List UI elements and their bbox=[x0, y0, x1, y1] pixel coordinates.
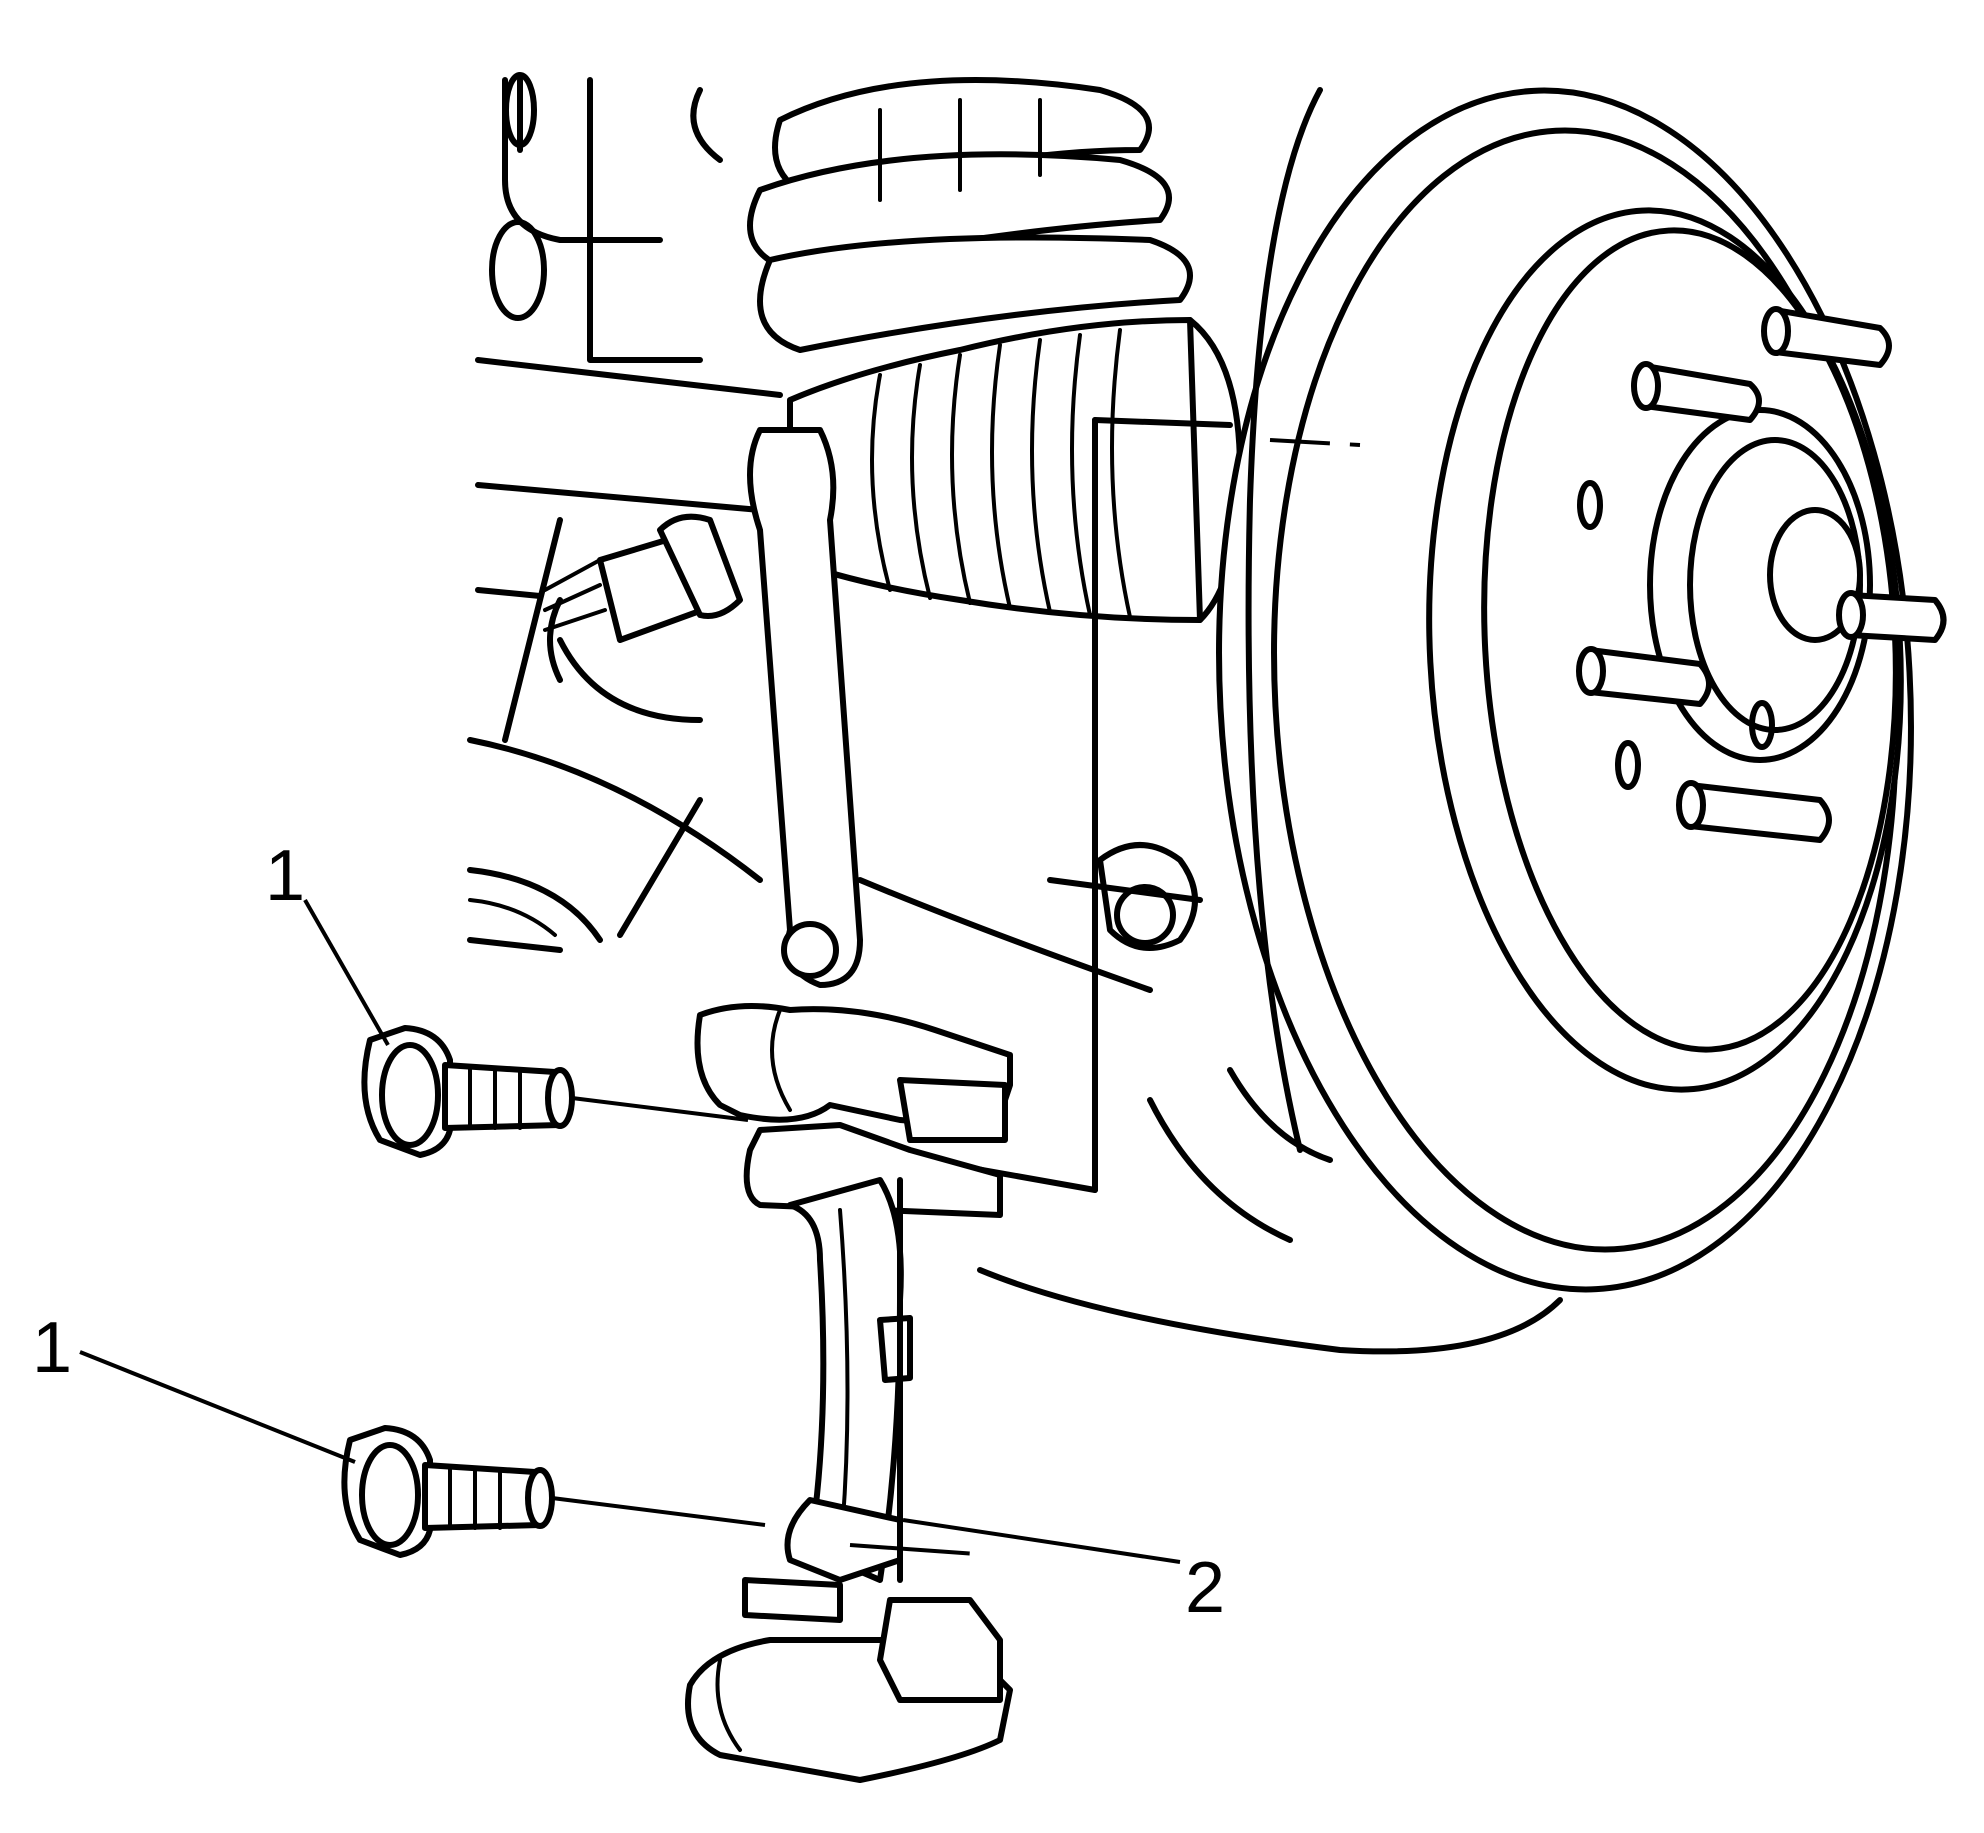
caliper-bracket bbox=[685, 1003, 1013, 1783]
callout-label-bolt-top: 1 bbox=[265, 836, 305, 916]
bolt-bottom-alignment-line bbox=[551, 1496, 766, 1527]
leader-line-bracket bbox=[902, 1518, 1181, 1564]
bolt-top-alignment-line bbox=[571, 1096, 749, 1122]
callout-labels: 1 1 2 bbox=[32, 836, 1225, 1628]
wheel-stud bbox=[1836, 590, 1947, 643]
stabilizer-link bbox=[543, 427, 863, 988]
leader-line-bolt-top bbox=[303, 899, 390, 1046]
hub-alignment-line bbox=[1269, 438, 1361, 447]
wheel-stud bbox=[1761, 306, 1892, 368]
callout-label-caliper-bracket: 2 bbox=[1185, 1548, 1225, 1628]
coil-spring bbox=[690, 77, 1193, 353]
frame-members bbox=[467, 72, 783, 953]
alignment-lines bbox=[551, 438, 1361, 1557]
caliper-bolt-bottom bbox=[341, 1425, 555, 1558]
wheel-studs bbox=[1576, 306, 1947, 843]
wheel-stud bbox=[1676, 780, 1832, 843]
callout-label-bolt-bottom: 1 bbox=[32, 1308, 72, 1388]
steering-knuckle bbox=[857, 842, 1563, 1355]
wheel-stud bbox=[1576, 646, 1712, 707]
bracket-alignment-line bbox=[849, 1543, 991, 1557]
leader-line-bolt-bottom bbox=[79, 1350, 356, 1464]
leader-lines bbox=[79, 899, 1181, 1564]
caliper-bolt-top bbox=[361, 1025, 575, 1158]
axle-boot bbox=[787, 317, 1243, 623]
wheel-stud bbox=[1631, 361, 1762, 423]
